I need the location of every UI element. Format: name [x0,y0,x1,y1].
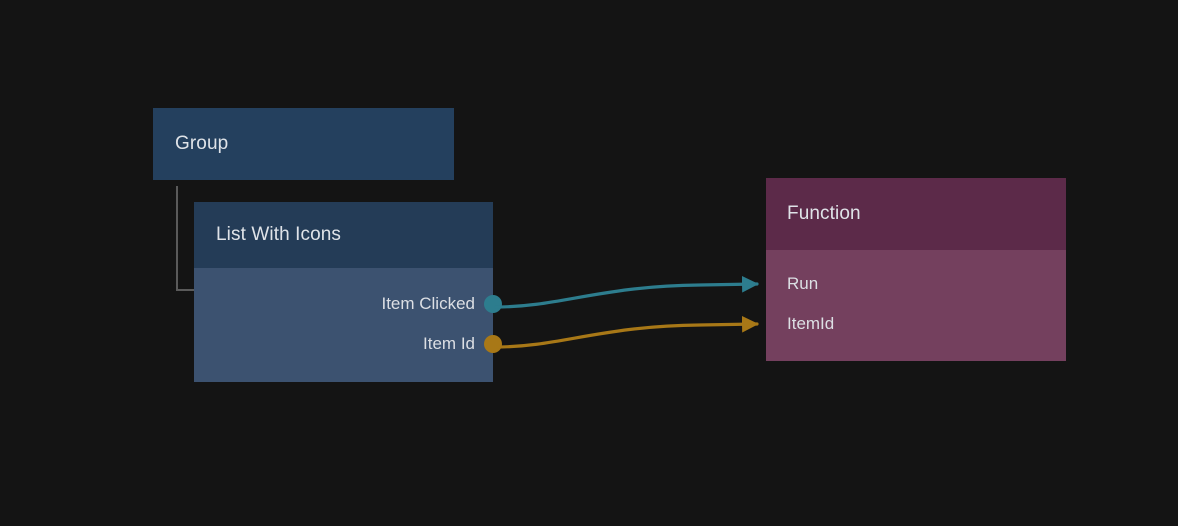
node-group[interactable]: Group [153,108,454,180]
output-port-item-clicked-label: Item Clicked [381,294,475,313]
node-list-with-icons-title: List With Icons [216,224,342,245]
group-child-connector [176,186,204,291]
node-group-title: Group [175,133,229,154]
node-function-body: Run ItemId [766,250,1066,361]
output-port-item-id[interactable]: Item Id [194,324,502,364]
output-port-item-clicked-dot-icon[interactable] [484,295,502,313]
input-port-itemid-label: ItemId [787,314,835,333]
output-port-item-id-dot-icon[interactable] [484,335,502,353]
node-function[interactable]: Function Run ItemId [766,178,1066,361]
node-list-with-icons-body: Item Clicked Item Id [194,268,502,382]
node-function-title: Function [787,203,861,224]
output-port-item-id-label: Item Id [423,334,475,353]
node-group-header[interactable]: Group [153,108,454,180]
input-port-itemid[interactable]: ItemId [766,304,1066,344]
connection-item-id-to-itemid[interactable] [494,315,759,349]
node-list-with-icons-header[interactable]: List With Icons [194,202,493,268]
node-list-with-icons[interactable]: List With Icons Item Clicked Item Id [194,202,502,382]
input-port-run[interactable]: Run [766,264,1066,304]
output-port-item-clicked[interactable]: Item Clicked [194,284,502,324]
connection-item-clicked-to-run[interactable] [494,275,759,309]
input-port-run-label: Run [787,274,819,293]
node-function-header[interactable]: Function [766,178,1066,250]
